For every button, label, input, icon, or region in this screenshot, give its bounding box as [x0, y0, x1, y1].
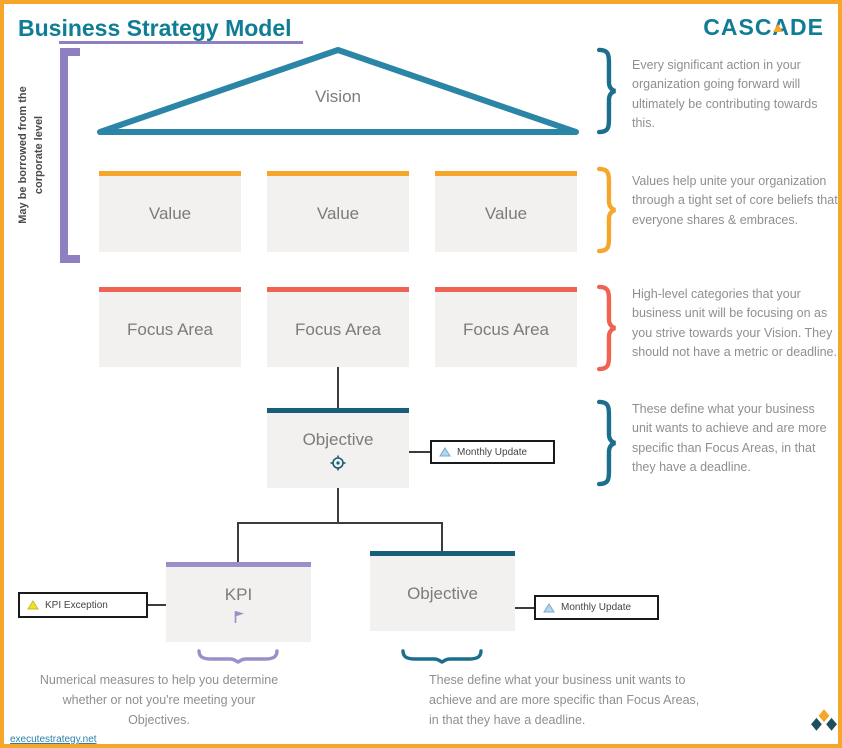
- objective-brace-icon: [596, 399, 617, 487]
- focus-area-label: Focus Area: [127, 319, 213, 339]
- corporate-level-bracket: [60, 48, 80, 263]
- objective-box-top: Objective: [267, 408, 409, 488]
- connector-line: [237, 522, 443, 524]
- monthly-update-label: Monthly Update: [457, 446, 528, 458]
- vision-triangle-icon: [97, 47, 579, 135]
- vision-node: Vision: [94, 44, 582, 138]
- value-box-1: Value: [99, 171, 241, 252]
- target-icon: [330, 455, 346, 471]
- kpi-underbrace-icon: [197, 649, 279, 664]
- focus-area-box-3: Focus Area: [435, 287, 577, 367]
- warning-triangle-icon: [27, 600, 39, 610]
- values-brace-icon: [596, 166, 617, 254]
- cascade-logo-text: CASCADE: [703, 14, 824, 40]
- objective-box-bottom: Objective: [370, 551, 515, 631]
- focus-area-label: Focus Area: [295, 319, 381, 339]
- flag-icon: [234, 611, 244, 623]
- value-label: Value: [148, 204, 192, 223]
- value-label: Value: [484, 204, 528, 223]
- objective-underbrace-icon: [401, 649, 483, 664]
- kpi-label: KPI: [224, 585, 253, 604]
- value-box-2: Value: [267, 171, 409, 252]
- kpi-note: Numerical measures to help you determine…: [39, 673, 279, 727]
- title-underline: [59, 41, 303, 44]
- values-annotation: Values help unite your organization thro…: [632, 174, 838, 227]
- connector-line: [148, 604, 166, 606]
- objective-bottom-note: These define what your business unit wan…: [429, 673, 700, 727]
- logo-a-triangle-icon: [773, 24, 784, 32]
- kpi-exception-label: KPI Exception: [45, 599, 108, 611]
- focus-areas-brace-icon: [596, 284, 617, 372]
- side-note: May be borrowed from the corporate level: [17, 86, 45, 224]
- objective-annotation: These define what your business unit wan…: [632, 402, 827, 475]
- update-triangle-icon: [439, 447, 451, 457]
- connector-line: [515, 607, 534, 609]
- page-title: Business Strategy Model: [18, 15, 292, 41]
- cascade-logo: CASCADE: [703, 14, 824, 41]
- monthly-update-badge-top: Monthly Update: [430, 440, 555, 464]
- focus-area-box-1: Focus Area: [99, 287, 241, 367]
- connector-line: [237, 522, 239, 562]
- connector-line: [337, 367, 339, 408]
- value-label: Value: [316, 204, 360, 223]
- focus-areas-annotation: High-level categories that your business…: [632, 287, 837, 360]
- objective-label: Objective: [407, 583, 478, 603]
- monthly-update-badge-bottom: Monthly Update: [534, 595, 659, 620]
- vision-label: Vision: [315, 87, 361, 106]
- vision-annotation: Every significant action in your organiz…: [632, 58, 818, 131]
- monthly-update-label: Monthly Update: [561, 602, 632, 613]
- footer-link[interactable]: executestrategy.net: [10, 734, 97, 745]
- update-triangle-icon: [543, 602, 555, 612]
- kpi-exception-badge: KPI Exception: [18, 592, 148, 618]
- vision-brace-icon: [596, 47, 617, 135]
- kpi-box: KPI: [166, 562, 311, 642]
- connector-line: [409, 451, 430, 453]
- value-box-3: Value: [435, 171, 577, 252]
- focus-area-box-2: Focus Area: [267, 287, 409, 367]
- focus-area-label: Focus Area: [463, 319, 549, 339]
- cascade-mark-icon: [811, 709, 837, 731]
- connector-line: [441, 522, 443, 551]
- objective-label: Objective: [302, 430, 374, 449]
- connector-line: [337, 488, 339, 522]
